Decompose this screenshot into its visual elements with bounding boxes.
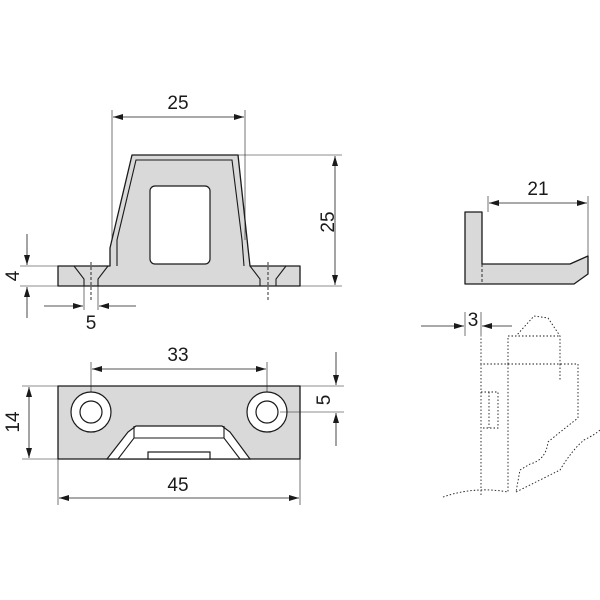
installation-door xyxy=(508,363,579,493)
dim-top-width-label: 25 xyxy=(167,93,188,114)
dim-side-length-label: 21 xyxy=(527,179,548,200)
side-view-profile xyxy=(464,211,589,285)
dim-hole-diameter-label: 5 xyxy=(314,395,335,406)
top-view-hole-right-inner xyxy=(255,400,279,424)
dim-plate-length: 45 xyxy=(57,459,301,505)
installation-latch xyxy=(507,315,561,364)
dim-top-height: 25 xyxy=(238,154,342,287)
dim-hole-spacing-label: 33 xyxy=(167,345,188,366)
dim-side-thickness: 3 xyxy=(421,310,512,336)
side-view xyxy=(464,211,589,285)
front-view-bridge-inner xyxy=(116,159,245,267)
dim-hole-diameter: 5 xyxy=(280,352,344,446)
dim-hole-offset-label: 5 xyxy=(86,313,97,334)
front-view-window xyxy=(149,185,211,265)
dim-hole-offset: 5 xyxy=(44,286,136,334)
installation-view xyxy=(442,315,600,498)
dim-top-width: 25 xyxy=(111,93,246,240)
top-view-slot xyxy=(105,425,252,460)
dim-base-thickness: 4 xyxy=(3,234,58,318)
dim-plate-length-label: 45 xyxy=(167,475,188,496)
front-view-hole-left xyxy=(73,265,109,286)
dim-side-thickness-label: 3 xyxy=(468,310,479,331)
front-view xyxy=(57,154,301,300)
dim-top-height-label: 25 xyxy=(318,211,339,232)
installation-cabinet xyxy=(442,336,509,498)
dim-base-thickness-label: 4 xyxy=(3,270,24,281)
top-view-slot-tab xyxy=(147,451,211,460)
dim-hole-spacing: 33 xyxy=(90,345,268,392)
dim-plate-height-label: 14 xyxy=(3,411,24,433)
installation-strike xyxy=(481,391,499,429)
dim-plate-height: 14 xyxy=(3,385,58,460)
top-view xyxy=(57,385,301,460)
installation-door-edge xyxy=(515,429,600,493)
top-view-slot-inner xyxy=(117,426,241,460)
top-view-hole-left-inner xyxy=(79,400,103,424)
dim-side-length: 21 xyxy=(487,179,589,256)
front-view-hole-right xyxy=(249,265,287,286)
